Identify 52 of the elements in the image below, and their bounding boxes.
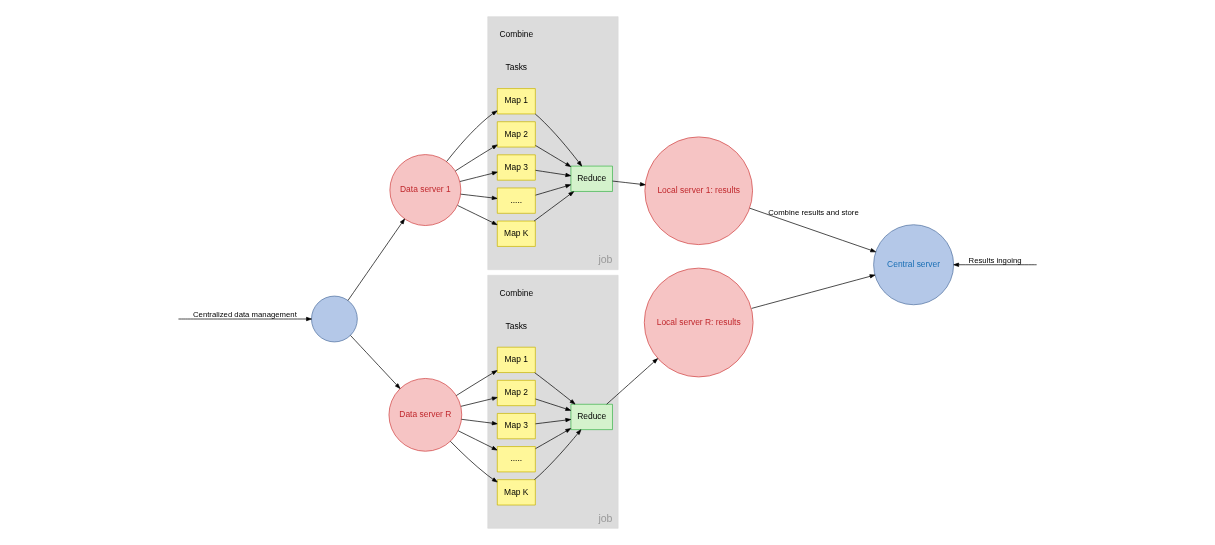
node-circle — [311, 295, 358, 343]
edge-label: Results ingoing — [968, 255, 1022, 265]
arrow — [612, 180, 646, 187]
label: Tasks — [505, 320, 528, 331]
arrow — [535, 398, 571, 411]
arrow — [533, 191, 574, 222]
label: Combine — [499, 29, 534, 40]
arrow — [178, 316, 312, 322]
arrow — [457, 430, 498, 451]
node-circle: Local server R: results — [643, 267, 754, 378]
arrow — [535, 418, 571, 425]
node-box: Reduce — [570, 403, 613, 430]
node-box: Map 2 — [496, 379, 536, 407]
node-box: Map 2 — [496, 121, 536, 148]
node-circle: Local server 1: results — [644, 136, 753, 245]
node-box: Map 1 — [496, 346, 536, 373]
node-box: Map 1 — [496, 88, 536, 115]
arrow — [455, 144, 498, 172]
arrow — [460, 193, 498, 200]
arrow — [751, 274, 876, 309]
arrow — [534, 372, 576, 405]
arrow — [460, 396, 498, 407]
arrow — [606, 358, 658, 405]
label: Combine — [499, 287, 534, 298]
arrow — [461, 418, 498, 426]
arrow — [457, 205, 498, 226]
node-circle: Central server — [873, 224, 954, 306]
edge-label: Centralized data management — [193, 309, 297, 319]
arrow — [534, 429, 582, 480]
arrow — [450, 440, 498, 483]
arrow — [535, 145, 571, 167]
arrow — [534, 113, 583, 167]
label: Tasks — [505, 62, 528, 73]
arrow — [456, 370, 498, 396]
node-circle: Data server R — [388, 378, 463, 452]
arrow — [535, 428, 571, 450]
node-box: Reduce — [570, 165, 613, 192]
node-box: ..... — [496, 187, 536, 214]
arrow — [953, 262, 1037, 267]
arrow — [535, 169, 571, 177]
node-box: Map 3 — [496, 413, 536, 440]
arrow — [749, 207, 876, 253]
arrow — [535, 184, 571, 196]
node-box: Map K — [496, 479, 536, 506]
arrow — [446, 110, 498, 162]
node-box: Map K — [496, 220, 536, 247]
node-box: Map 3 — [496, 154, 536, 181]
arrow — [350, 335, 401, 389]
node-box: ..... — [496, 446, 536, 473]
edge-label: Combine results and store — [768, 207, 859, 217]
arrow — [347, 218, 405, 301]
arrow — [459, 171, 498, 182]
